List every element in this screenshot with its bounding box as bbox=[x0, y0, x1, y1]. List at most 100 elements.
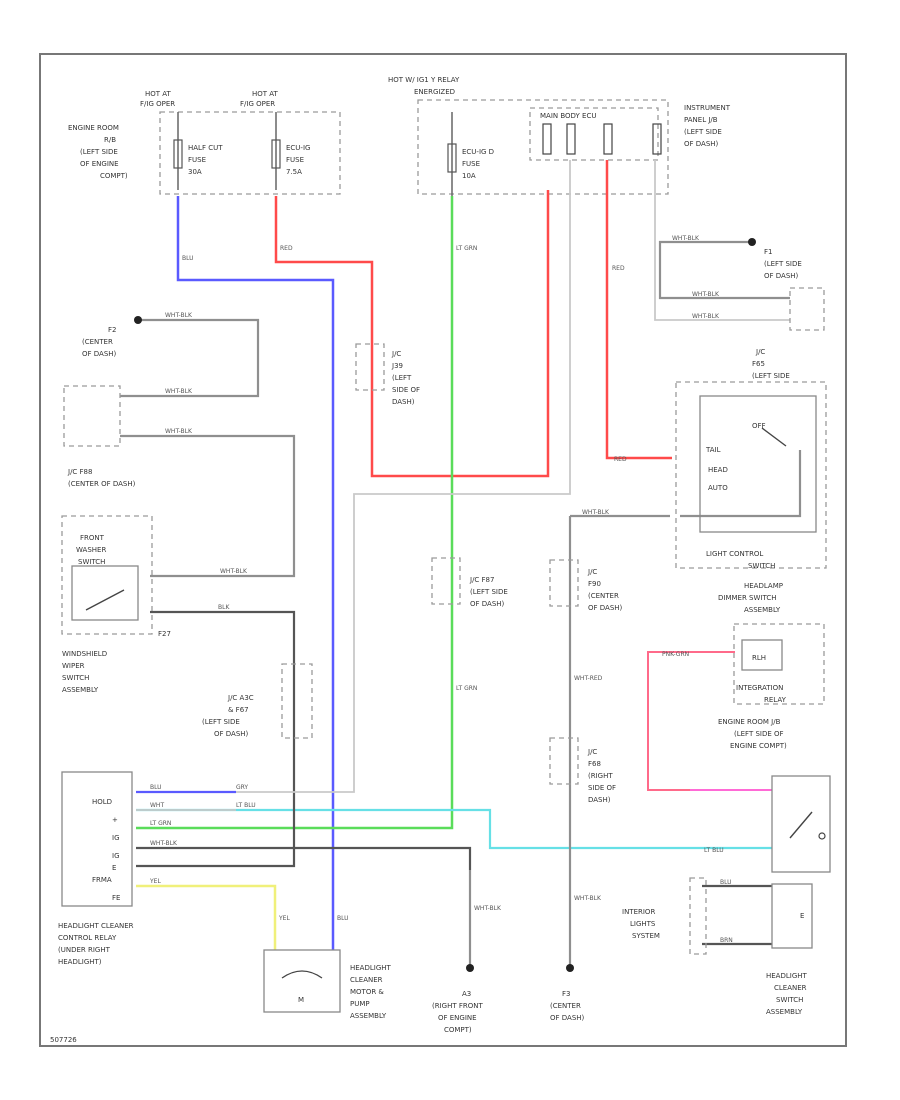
cleaner-switch-2: CLEANER bbox=[774, 984, 807, 992]
cleaner-switch-bottom-box bbox=[771, 883, 813, 949]
switch-pos-auto: AUTO bbox=[708, 484, 728, 492]
engine-room-jb-1: ENGINE ROOM J/B bbox=[718, 718, 781, 726]
fuse-ecu-ig-1: ECU-IG bbox=[286, 144, 310, 152]
wire-label-jc-f88-a: WHT-BLK bbox=[165, 388, 193, 395]
fuse-half-cut-2: FUSE bbox=[188, 156, 206, 164]
fuse-half-cut-1: HALF CUT bbox=[188, 144, 223, 152]
interior-lights-2: LIGHTS bbox=[630, 920, 656, 928]
diagram-border bbox=[39, 53, 847, 1047]
ground-a3-1: A3 bbox=[462, 990, 471, 998]
hot-at-left-sub: F/IG OPER bbox=[140, 100, 175, 108]
main-body-ecu-box bbox=[529, 107, 659, 161]
wire-label-blue-top: BLU bbox=[182, 255, 194, 262]
jc-lsod-2: F65 bbox=[752, 360, 765, 368]
interior-lights-connector bbox=[689, 877, 707, 955]
wire-label-a3: WHT-BLK bbox=[474, 905, 502, 912]
wiper-assembly-2: WIPER bbox=[62, 662, 85, 670]
jc-j39-2: J39 bbox=[391, 362, 403, 370]
switch-pos-off: OFF bbox=[752, 422, 766, 430]
cleaner-switch-4: ASSEMBLY bbox=[766, 1008, 803, 1016]
wire-blue bbox=[176, 196, 335, 950]
cleaner-switch-terminal bbox=[818, 832, 826, 840]
cleaner-relay-1: HEADLIGHT CLEANER bbox=[58, 922, 134, 930]
motor-pump-assembly: M HEADLIGHT CLEANER MOTOR & PUMP ASSEMBL… bbox=[263, 949, 392, 1020]
relay-pin-fe: FE bbox=[112, 894, 120, 902]
engine-room-rb-label-2: R/B bbox=[104, 136, 116, 144]
jc-f68: J/C F68 (RIGHT SIDE OF DASH) bbox=[549, 737, 616, 804]
light-control-switch: J/C F65 (LEFT SIDE OFF TAIL HEAD AUTO RE… bbox=[582, 348, 827, 570]
motor-pump-5: ASSEMBLY bbox=[350, 1012, 387, 1020]
ground-f2-2: (CENTER bbox=[82, 338, 113, 346]
fuse-ecu-ig2-3: 10A bbox=[462, 172, 476, 180]
ground-f3-dot bbox=[566, 964, 574, 972]
footer-code: 507726 bbox=[50, 1036, 77, 1044]
fuse-half-cut-3: 30A bbox=[188, 168, 202, 176]
wire-relay-ig bbox=[136, 846, 472, 870]
wire-label-switch: WHT-BLK bbox=[582, 509, 610, 516]
wire-label-f1-b: WHT-BLK bbox=[692, 291, 720, 298]
instrument-panel-jb: HOT W/ IG1 Y RELAY ENERGIZED ECU-IG D FU… bbox=[388, 76, 731, 196]
jc-f90-3: (CENTER bbox=[588, 592, 619, 600]
wire-pink bbox=[647, 651, 735, 791]
instrument-jb-1: INSTRUMENT bbox=[684, 104, 731, 112]
wiper-assembly-1: WINDSHIELD bbox=[62, 650, 107, 658]
ground-a3: A3 (RIGHT FRONT OF ENGINE COMPT) WHT-BLK bbox=[432, 905, 502, 1034]
light-switch-outline bbox=[675, 381, 827, 569]
washer-switch-outline bbox=[61, 515, 153, 635]
jc-f90-4: OF DASH) bbox=[588, 604, 623, 612]
wire-red-right bbox=[605, 160, 672, 460]
hot-relay-label: HOT W/ IG1 Y RELAY bbox=[388, 76, 460, 84]
light-control-1: LIGHT CONTROL bbox=[706, 550, 763, 558]
main-body-ecu-label: MAIN BODY ECU bbox=[540, 112, 597, 120]
jc-f88-outline bbox=[63, 385, 121, 447]
cleaner-relay-2: CONTROL RELAY bbox=[58, 934, 117, 942]
ground-f3-1: F3 bbox=[562, 990, 570, 998]
wire-label-washer-b: BLK bbox=[218, 604, 230, 611]
wire-label-blue-bottom: BLU bbox=[337, 915, 349, 922]
interior-lights-3: SYSTEM bbox=[632, 932, 660, 940]
motor-pump-3: MOTOR & bbox=[350, 988, 384, 996]
ground-f3: F3 (CENTER OF DASH) WHT-BLK bbox=[550, 895, 602, 1022]
wire-label-relay-ltblu: LT BLU bbox=[236, 802, 256, 809]
jc-a3c-2: & F67 bbox=[228, 706, 249, 714]
headlight-cleaner-relay: HOLD + IG IG E FRMA FE BLU WHT LT GRN WH… bbox=[58, 771, 256, 966]
wiper-assembly-3: SWITCH bbox=[62, 674, 89, 682]
jc-f87-3: OF DASH) bbox=[470, 600, 505, 608]
jc-f68-outline bbox=[549, 737, 579, 785]
jc-f68-4: SIDE OF bbox=[588, 784, 616, 792]
wire-label-pink: PNK-GRN bbox=[662, 651, 689, 658]
interior-lights-1: INTERIOR bbox=[622, 908, 655, 916]
jc-lsod-3: (LEFT SIDE bbox=[752, 372, 790, 380]
jc-j39: J/C J39 (LEFT SIDE OF DASH) bbox=[355, 343, 420, 406]
dimmer-outline bbox=[733, 623, 825, 705]
switch-pos-tail: TAIL bbox=[705, 446, 721, 454]
wire-gray-f2 bbox=[120, 318, 260, 398]
ground-f1-dot bbox=[748, 238, 756, 246]
hot-at-left: HOT AT bbox=[145, 90, 172, 98]
jc-f90-2: F90 bbox=[588, 580, 601, 588]
jc-f68-2: F68 bbox=[588, 760, 601, 768]
ecu-pin-3 bbox=[603, 123, 613, 155]
wire-label-red-top: RED bbox=[280, 245, 293, 252]
ground-f2-dot bbox=[134, 316, 142, 324]
engine-room-jb-2: (LEFT SIDE OF bbox=[734, 730, 784, 738]
jc-f90-outline bbox=[549, 559, 579, 607]
relay-pin-ig2: IG bbox=[112, 852, 120, 860]
jc-a3c-3: (LEFT SIDE bbox=[202, 718, 240, 726]
integration-relay-2: RELAY bbox=[764, 696, 787, 704]
wire-label-f1-c: WHT-BLK bbox=[692, 313, 720, 320]
jc-lsod-1: J/C bbox=[755, 348, 765, 356]
wire-label-blu: BLU bbox=[720, 879, 732, 886]
jc-f90-1: J/C bbox=[587, 568, 597, 576]
jc-j39-5: DASH) bbox=[392, 398, 415, 406]
motor-symbol-arc bbox=[281, 970, 323, 979]
integration-relay-box bbox=[741, 639, 783, 671]
integration-relay-pin: RLH bbox=[752, 654, 766, 662]
jc-j39-3: (LEFT bbox=[392, 374, 412, 382]
jc-a3c-4: OF DASH) bbox=[214, 730, 249, 738]
engine-room-jb-3: ENGINE COMPT) bbox=[730, 742, 787, 750]
wire-label-red-right: RED bbox=[612, 265, 625, 272]
fuse-ecu-ig2-2: FUSE bbox=[462, 160, 480, 168]
dimmer-3: ASSEMBLY bbox=[744, 606, 781, 614]
